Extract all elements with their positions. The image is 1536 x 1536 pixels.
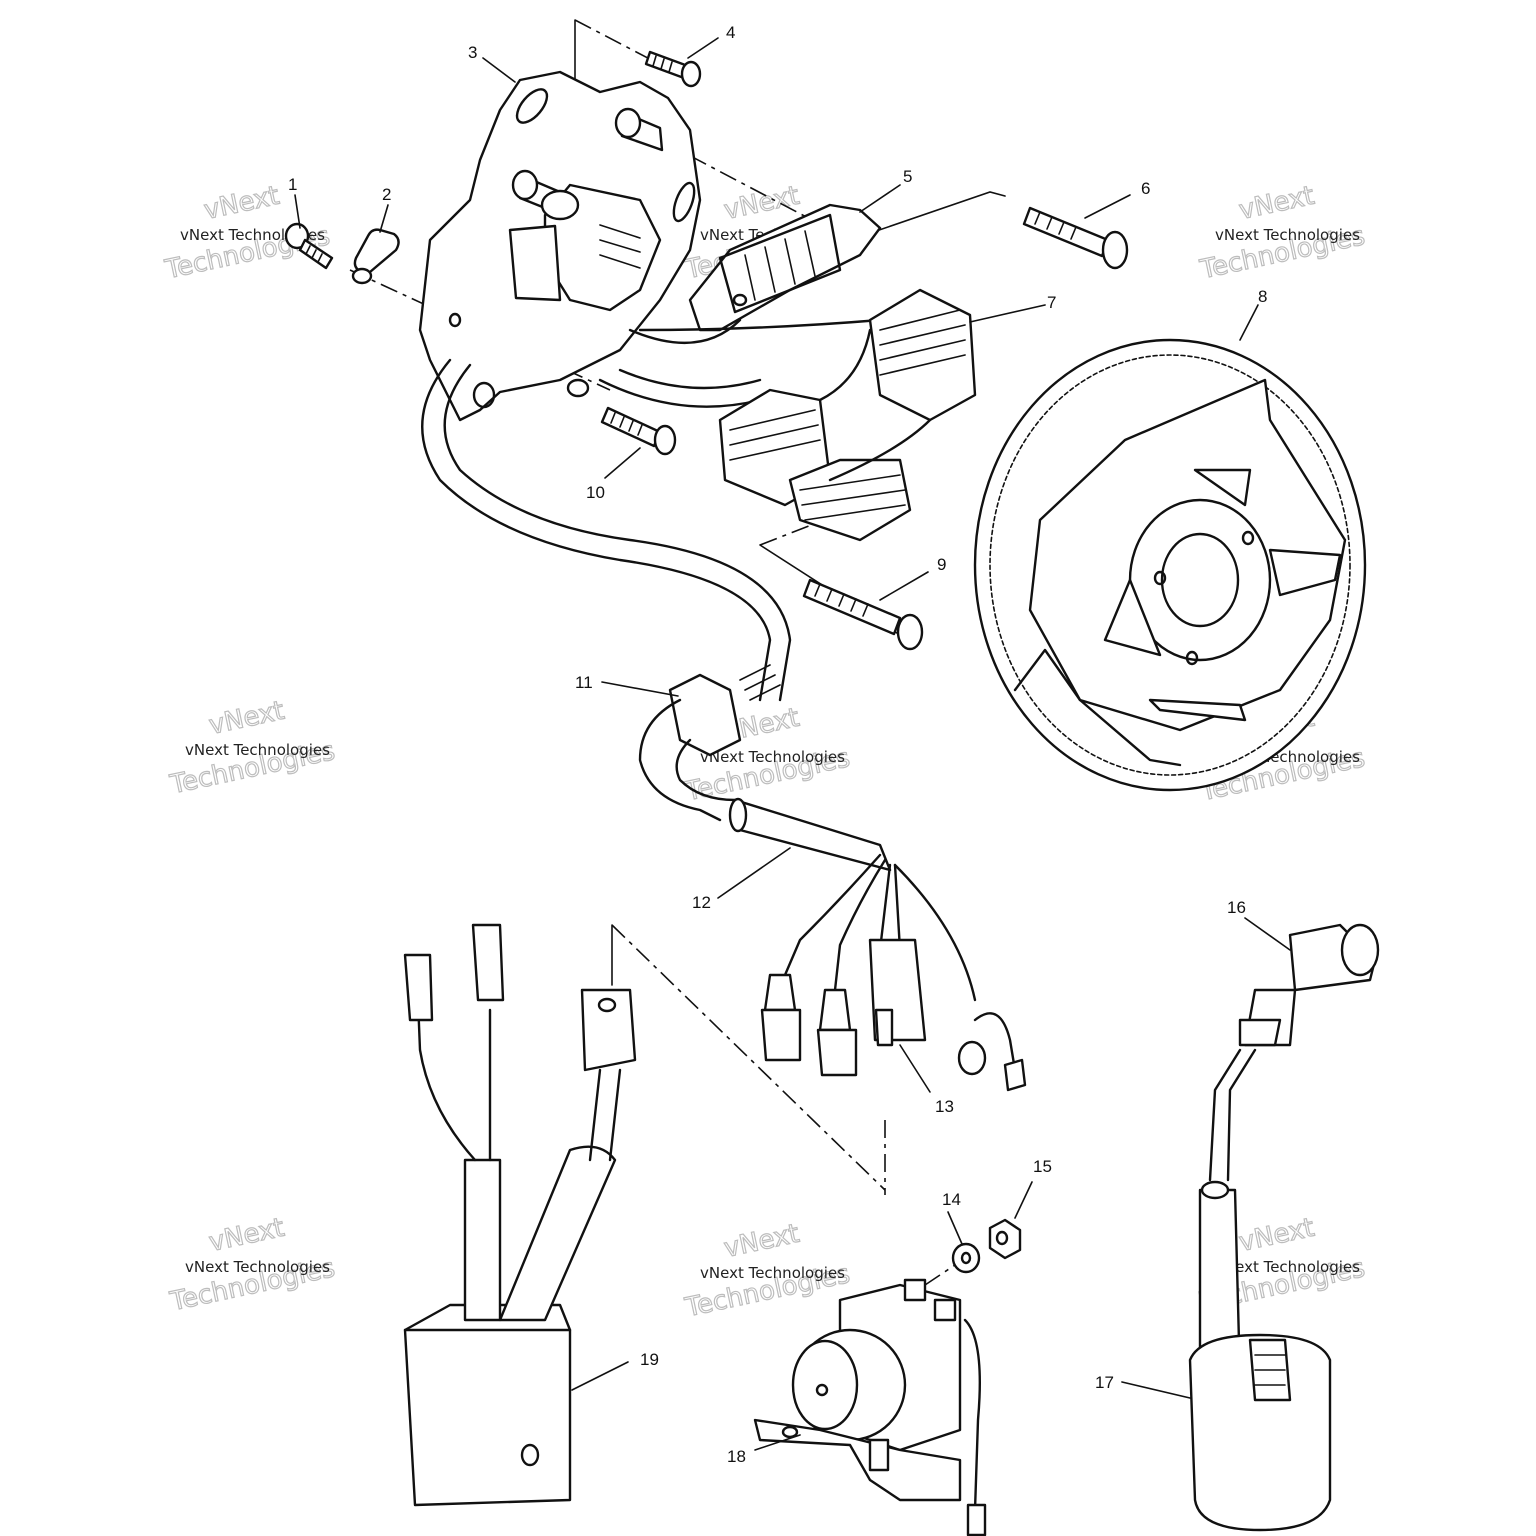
cdi-box-part-19: [403, 923, 637, 1507]
screw-part-10: [566, 378, 677, 456]
screw-part-1: [284, 222, 334, 270]
callout-1: 1: [288, 175, 297, 194]
watermark-label-7: vNext Technologies: [185, 1258, 330, 1276]
stator-wiring: [598, 318, 882, 408]
watermark-big-17: vNext: [1236, 1213, 1317, 1258]
spark-plug-cap-part-16: [1208, 923, 1380, 1182]
callout-2: 2: [382, 185, 391, 204]
charge-coil-part-5: [688, 203, 882, 332]
callout-4: 4: [726, 23, 735, 42]
callout-3: 3: [468, 43, 477, 62]
watermark-label-8: vNext Technologies: [700, 1264, 845, 1282]
screw-part-6: [1022, 206, 1129, 270]
callout-10: 10: [586, 483, 605, 502]
callout-19: 19: [640, 1350, 659, 1369]
watermark-label-9: vNext Technologies: [1215, 1258, 1360, 1276]
watermark-label-5: vNext Technologies: [700, 748, 845, 766]
callout-17: 17: [1095, 1373, 1114, 1392]
callout-13: 13: [935, 1097, 954, 1116]
pickup-coil: [508, 183, 662, 312]
clip-part-2: [351, 228, 400, 285]
flywheel-part-8: [973, 338, 1367, 792]
callout-16: 16: [1227, 898, 1246, 917]
watermark-big-3: vNext: [721, 181, 802, 226]
watermark-label-4: vNext Technologies: [185, 741, 330, 759]
callout-5: 5: [903, 167, 912, 186]
nut-part-15: [988, 1218, 1022, 1260]
assembly-line-screw6: [849, 191, 1006, 241]
harness-part-12: [728, 797, 977, 1002]
screw-part-9: [802, 578, 924, 651]
washer-part-14: [951, 1242, 981, 1274]
callout-12: 12: [692, 893, 711, 912]
assembly-line-solenoid: [611, 924, 886, 1191]
ignition-coil-part-17: [1188, 1180, 1332, 1532]
leader-lines: [294, 37, 1291, 1451]
watermark-big-13: vNext: [206, 1213, 287, 1258]
callout-6: 6: [1141, 179, 1150, 198]
callout-7: 7: [1047, 293, 1056, 312]
solenoid-part-18: [753, 1278, 987, 1536]
watermark-big-5: vNext: [1236, 181, 1317, 226]
callout-15: 15: [1033, 1157, 1052, 1176]
watermark-big-7: vNext: [206, 696, 287, 741]
callout-14: 14: [942, 1190, 961, 1209]
connector-part-13: [760, 938, 1027, 1092]
watermark-big-15: vNext: [721, 1219, 802, 1264]
lighting-coil-part-7: [718, 288, 977, 542]
watermark-label-3: vNext Technologies: [1215, 226, 1360, 244]
callout-8: 8: [1258, 287, 1267, 306]
callout-18: 18: [727, 1447, 746, 1466]
callout-11: 11: [575, 673, 593, 692]
watermark-big-1: vNext: [201, 181, 282, 226]
screw-part-4: [644, 50, 702, 88]
grommet-part-11: [638, 664, 781, 822]
callout-numbers: 1 2 3 4 5 6 7 8 9 10 11 12 13 14 15 16 1…: [288, 23, 1267, 1466]
harness-tube: [421, 358, 792, 702]
callout-9: 9: [937, 555, 946, 574]
